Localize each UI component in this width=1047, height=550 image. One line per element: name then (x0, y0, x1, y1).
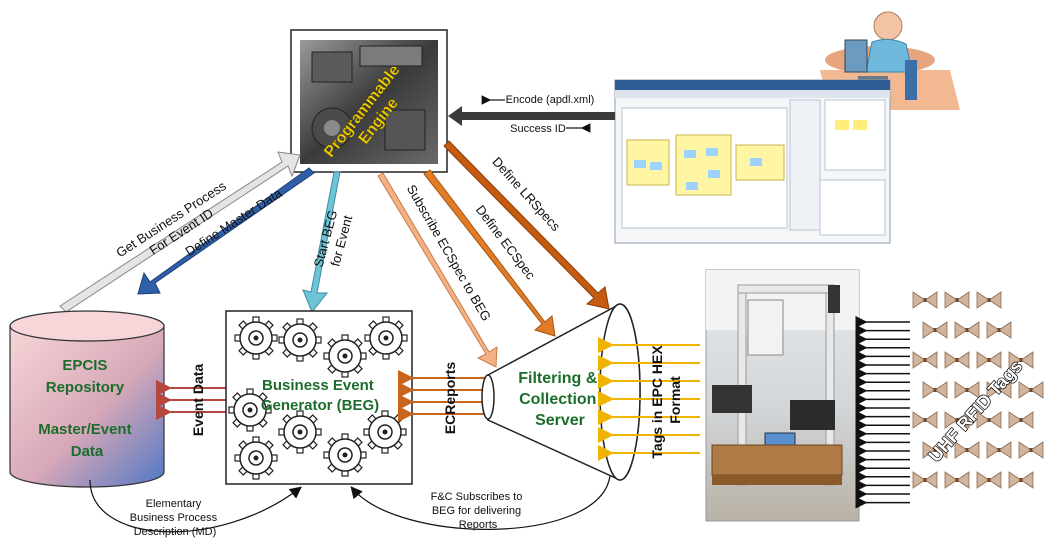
fc-subscribe-curve-arrow (350, 475, 611, 530)
ecreports-text: ECReports (442, 362, 458, 435)
rfid-tag-icon (912, 291, 938, 309)
epcis-line1: EPCIS (62, 357, 107, 374)
epcis-line2: Repository (46, 379, 125, 396)
rfid-tag-icon (922, 381, 948, 399)
ecreports-arrows (398, 370, 486, 422)
rfid-tag-icon (1008, 411, 1034, 429)
define-lrspecs-arrow (443, 140, 610, 310)
rfid-tag-icon (954, 321, 980, 339)
rfid-tag-icon (986, 441, 1012, 459)
epcis-line4: Master/Event (38, 421, 131, 438)
br-line1: F&C Subscribes to (431, 491, 523, 503)
start-beg-label: Start BEG for Event (311, 205, 357, 273)
define-ecspec-arrow (423, 169, 556, 337)
gear-icon (364, 316, 408, 360)
tags-hex-label: Tags in EPC HEX Format (649, 341, 683, 458)
rfid-tag-icon (912, 351, 938, 369)
rfid-tag-icon (912, 471, 938, 489)
rfid-tag-icon (944, 471, 970, 489)
bottom-left-caption: Elementary Business Process Description … (130, 498, 221, 538)
beg-line1: Business Event (262, 377, 374, 394)
gear-icon (228, 388, 272, 432)
encode-label: Encode (apdl.xml) (506, 94, 595, 106)
rfid-tag-icon (954, 381, 980, 399)
bottom-right-caption: F&C Subscribes to BEG for delivering Rep… (431, 491, 526, 531)
bl-line2: Business Process (130, 512, 218, 524)
gear-icon (234, 316, 278, 360)
epcis-repository-cylinder: EPCIS Repository Master/Event Data (9, 310, 165, 488)
br-line3: Reports (459, 519, 498, 531)
rfid-tag-icon (944, 411, 970, 429)
rfid-tag-icon (1018, 381, 1044, 399)
br-line2: BEG for delivering (432, 505, 521, 517)
gear-icons (228, 316, 408, 480)
md-curve-arrow (89, 479, 302, 533)
svg-text:EPCIS Repository M: EPCIS Repository Master/Event Data (38, 357, 136, 460)
event-data-text: Event Data (190, 364, 206, 437)
tag-data-arrows (598, 337, 700, 461)
rfid-tag-icon (944, 291, 970, 309)
bl-line3: Description (MD) (134, 526, 217, 538)
subscribe-ecspec-arrow (377, 172, 498, 368)
fc-line3: Server (535, 412, 585, 429)
rfid-tag-icon (1008, 471, 1034, 489)
rfid-tag-icon (944, 351, 970, 369)
success-label-text: Success ID (510, 123, 566, 135)
start-beg-arrow (302, 171, 341, 313)
rfid-tag-icon (976, 291, 1002, 309)
rfid-tag-icons (912, 291, 1044, 489)
rfid-tag-icon (1018, 441, 1044, 459)
gear-icon (323, 334, 367, 378)
rfid-tag-icon (986, 381, 1012, 399)
gear-icon (278, 318, 322, 362)
gear-icon (323, 433, 367, 477)
svg-text:Filtering & Collection: Filtering & Collection Server (518, 370, 602, 429)
rfid-tag-icon (922, 441, 948, 459)
rfid-tag-icon (912, 411, 938, 429)
beg-line2: Generator (BEG) (261, 397, 379, 414)
encode-success-arrows: Encode (apdl.xml) Success ID (448, 94, 615, 135)
epcis-line5: Data (71, 443, 104, 460)
bl-line1: Elementary (146, 498, 202, 510)
programmable-engine: Programmable Engine (290, 29, 448, 173)
gear-icon (234, 436, 278, 480)
define-master-data-arrow (137, 167, 315, 295)
rfid-tag-icon (986, 321, 1012, 339)
tags-hex-line2: Format (667, 376, 683, 424)
beg-box: Business Event Generator (BEG) (225, 310, 413, 485)
get-business-process-arrow (59, 151, 301, 313)
modeler-screenshot (614, 79, 891, 244)
ecreports-label: ECReports (442, 362, 458, 435)
fc-line1: Filtering & (518, 370, 598, 387)
rfid-signal-arrows (855, 316, 910, 509)
rfid-tag-icon (976, 351, 1002, 369)
gear-icon (363, 410, 407, 454)
rfid-tag-icon (976, 471, 1002, 489)
rfid-reader-photo (705, 269, 860, 522)
event-data-arrows (156, 380, 230, 420)
rfid-tag-icon (922, 321, 948, 339)
event-data-label: Event Data (190, 364, 206, 437)
rfid-tag-icon (1008, 351, 1034, 369)
encode-label-text: Encode (apdl.xml) (506, 94, 595, 106)
rfid-tag-icon (976, 411, 1002, 429)
svg-text:Business Event Generator: Business Event Generator (BEG) (261, 377, 379, 414)
success-label: Success ID (510, 123, 566, 135)
rfid-tag-icon (954, 441, 980, 459)
fc-line2: Collection (519, 391, 596, 408)
tags-hex-line1: Tags in EPC HEX (649, 345, 665, 459)
gear-icon (278, 410, 322, 454)
